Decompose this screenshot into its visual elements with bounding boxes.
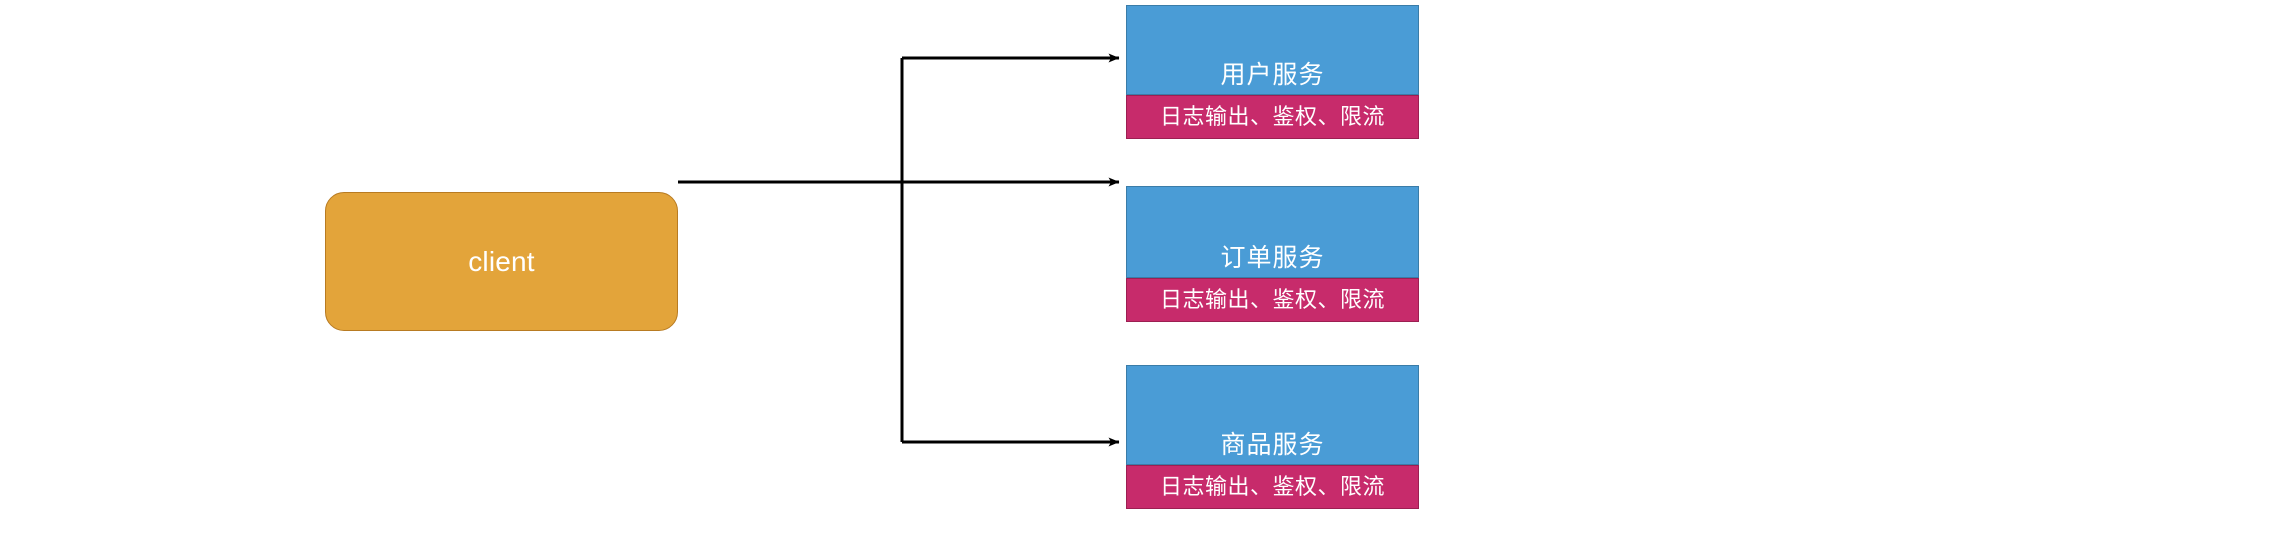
service-title-product: 商品服务 (1220, 430, 1325, 459)
service-header-product: 商品服务 (1126, 365, 1419, 465)
service-header-order: 订单服务 (1126, 186, 1419, 278)
client-node-label: client (468, 245, 535, 277)
service-concerns-user: 日志输出、鉴权、限流 (1126, 95, 1419, 139)
service-concerns-label-user: 日志输出、鉴权、限流 (1159, 104, 1385, 129)
service-node-order[interactable]: 订单服务 日志输出、鉴权、限流 (1126, 186, 1419, 322)
client-node[interactable]: client (325, 192, 678, 331)
service-node-user[interactable]: 用户服务 日志输出、鉴权、限流 (1126, 5, 1419, 139)
service-header-user: 用户服务 (1126, 5, 1419, 95)
service-title-order: 订单服务 (1220, 243, 1325, 272)
service-concerns-label-order: 日志输出、鉴权、限流 (1159, 287, 1385, 312)
service-node-product[interactable]: 商品服务 日志输出、鉴权、限流 (1126, 365, 1419, 509)
service-concerns-order: 日志输出、鉴权、限流 (1126, 278, 1419, 322)
service-title-user: 用户服务 (1220, 60, 1325, 89)
service-concerns-product: 日志输出、鉴权、限流 (1126, 465, 1419, 509)
service-concerns-label-product: 日志输出、鉴权、限流 (1159, 474, 1385, 499)
